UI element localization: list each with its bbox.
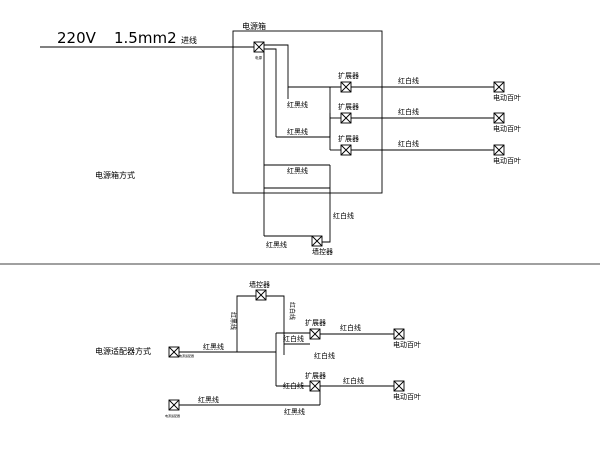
expander-icon-3 [340, 144, 352, 156]
red-white-label-1: 红白线 [398, 76, 419, 85]
red-black-label-wall: 红黑线 [266, 240, 287, 249]
expander-icon-2 [340, 112, 352, 124]
input-voltage-text: 220V [57, 29, 97, 47]
expander-icon-b1 [309, 328, 321, 340]
input-cable-text: 1.5mm2 [114, 29, 177, 47]
power-module-tiny-label: 电源 [255, 55, 263, 60]
expander-icon-1 [340, 81, 352, 93]
motor-label-1: 电动百叶 [493, 93, 521, 102]
red-white-label-2: 红白线 [398, 107, 419, 116]
wall-controller-label: 墙控器 [312, 247, 333, 256]
power-box-enclosure [232, 30, 383, 194]
adapter-icon-2 [168, 399, 180, 411]
red-black-label-3: 红黑线 [287, 166, 308, 175]
power-adapter-method-diagram: 电源适配器方式 电源适配器 红黑线 墙控器 红黑线 红白线 红白线 红白线 红白… [95, 280, 421, 418]
wall-controller-label-bottom: 墙控器 [249, 280, 270, 289]
motor-label-3: 电动百叶 [493, 156, 521, 165]
power-box-title: 电源箱 [242, 21, 266, 31]
red-white-label-b4: 红白线 [340, 323, 361, 332]
wall-controller-icon-bottom [255, 289, 267, 301]
red-white-label-wall: 红白线 [333, 211, 354, 220]
red-white-label-b3: 红白线 [283, 381, 304, 390]
motor-label-2: 电动百叶 [493, 124, 521, 133]
power-adapter-method-label: 电源适配器方式 [95, 346, 151, 356]
red-black-label-2: 红黑线 [287, 127, 308, 136]
power-box-method-diagram: 220V 1.5mm2 进线 电源箱 电源 扩展器 红白线 [40, 21, 521, 256]
adapter-tiny-label-2: 电源适配器 [165, 413, 180, 418]
motor-label-b2: 电动百叶 [393, 392, 421, 401]
red-white-label-3: 红白线 [398, 139, 419, 148]
expander-label-b2: 扩展器 [305, 371, 326, 380]
red-white-label-b1: 红白线 [283, 334, 304, 343]
expander-label-1: 扩展器 [338, 71, 359, 80]
motor-label-b1: 电动百叶 [393, 340, 421, 349]
motor-icon-1 [493, 81, 505, 93]
expander-label-2: 扩展器 [338, 102, 359, 111]
wire-wall-left [236, 295, 256, 352]
red-black-label-1: 红黑线 [287, 100, 308, 109]
expander-label-b1: 扩展器 [305, 318, 326, 327]
red-black-label-adapter: 红黑线 [203, 342, 224, 351]
red-black-label-wall-vertical: 红黑线 [229, 312, 237, 330]
wire-to-wall-controller-red-white [322, 165, 331, 243]
adapter-tiny-label-1: 电源适配器 [179, 353, 194, 358]
motor-icon-b1 [393, 328, 405, 340]
red-white-label-b5: 红白线 [343, 376, 364, 385]
red-black-label-adapter2b: 红黑线 [284, 407, 305, 416]
power-module-icon [253, 41, 265, 53]
red-black-label-adapter2: 红黑线 [198, 395, 219, 404]
wall-controller-icon [311, 235, 323, 247]
red-white-label-b2: 红白线 [314, 351, 335, 360]
input-label: 进线 [181, 35, 197, 45]
motor-icon-b2 [393, 380, 405, 392]
motor-icon-2 [493, 112, 505, 124]
red-white-label-wall-vertical: 红白线 [288, 302, 296, 320]
adapter-icon-1 [168, 346, 180, 358]
motor-icon-3 [493, 144, 505, 156]
expander-icon-b2 [309, 380, 321, 392]
wire-power-black-trunk [264, 48, 277, 137]
wire-wall-right [266, 295, 285, 355]
wire-power-to-expander-1 [264, 44, 341, 88]
power-box-method-label: 电源箱方式 [95, 170, 135, 180]
expander-label-3: 扩展器 [338, 134, 359, 143]
